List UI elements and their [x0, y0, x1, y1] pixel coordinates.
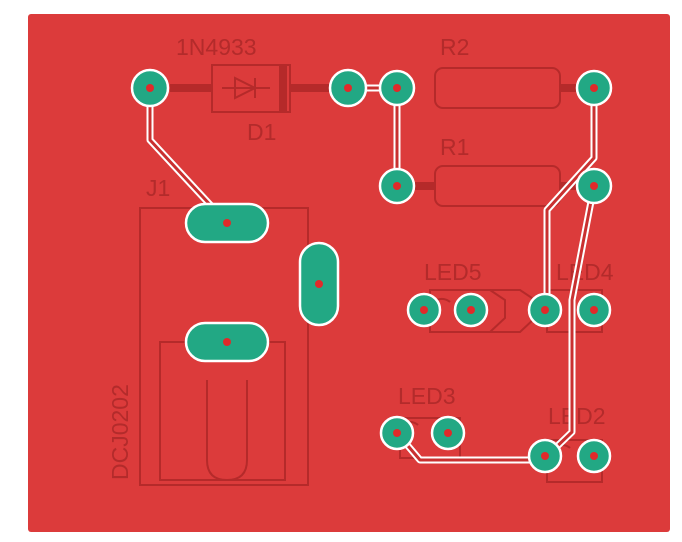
diode-symbol-icon [222, 76, 270, 100]
d1-cathode-band [279, 65, 287, 112]
drill-holes [146, 84, 598, 460]
led2-ref-label: LED2 [548, 403, 606, 429]
r1-ref-label: R1 [440, 134, 469, 160]
led5-ref-label: LED5 [424, 259, 482, 285]
trace-r2-led4 [545, 86, 596, 312]
j1-value-label: DCJ0202 [107, 384, 133, 480]
led4-ref-label: LED4 [556, 259, 614, 285]
r2-ref-label: R2 [440, 34, 469, 60]
pads [130, 68, 613, 474]
trace-r1-led2 [545, 184, 596, 458]
led3-ref-label: LED3 [398, 383, 456, 409]
d1-value-label: 1N4933 [176, 34, 257, 60]
pcb-board [28, 14, 670, 532]
j1-ref-label: J1 [146, 175, 170, 201]
d1-ref-label: D1 [247, 119, 276, 145]
